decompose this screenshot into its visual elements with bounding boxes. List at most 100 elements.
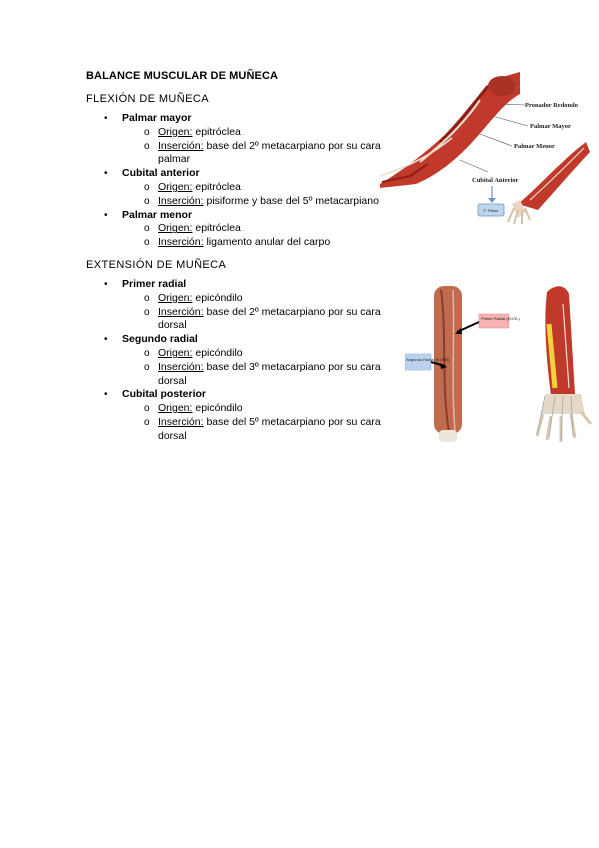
extensor-muscles-illustration: Primer Radial (ECRL) Segundo Radial (ECR… xyxy=(405,286,593,442)
detail-text: epicóndilo xyxy=(192,291,243,304)
bullet-icon: • xyxy=(104,209,108,221)
tendon xyxy=(529,147,585,201)
detail-label: Inserción: xyxy=(158,360,204,373)
arrow-icon xyxy=(455,328,462,334)
detail-text: pisiforme y base del 5º metacarpiano xyxy=(203,194,379,207)
leader-line xyxy=(479,133,513,147)
muscle-fiber xyxy=(440,289,450,433)
bullet-icon: • xyxy=(104,389,108,401)
tendon xyxy=(380,137,453,177)
tendon xyxy=(419,99,481,163)
forearm-muscle xyxy=(434,286,462,434)
list-item: o Inserción: ligamento anular del carpo xyxy=(122,236,402,250)
document-title: BALANCE MUSCULAR DE MUÑECA xyxy=(86,70,279,82)
list-item: o Origen: epicóndilo xyxy=(122,292,402,306)
leader-line xyxy=(499,103,526,106)
tag-primer-radial xyxy=(478,313,510,329)
muscle-fiber xyxy=(438,85,490,144)
list-item: o Inserción: pisiforme y base del 5º meta… xyxy=(122,195,402,209)
muscle-name: Cubital anterior xyxy=(122,167,200,180)
detail-text: epicóndilo xyxy=(192,346,243,359)
circle-bullet-icon: o xyxy=(144,140,150,152)
detail-text: epicóndilo xyxy=(192,402,243,415)
circle-bullet-icon: o xyxy=(144,195,150,207)
detail-label: Inserción: xyxy=(158,305,204,318)
wrist-bone xyxy=(439,430,457,442)
arrow-down-icon xyxy=(488,198,496,203)
bullet-icon: • xyxy=(104,113,108,124)
elbow-muscle xyxy=(488,76,516,96)
tendons-hand xyxy=(536,395,574,441)
circle-bullet-icon: o xyxy=(144,181,150,193)
label-cubital-anterior: Cubital Anterior xyxy=(472,177,519,184)
muscle-name: Palmar mayor xyxy=(122,112,192,124)
list-item: o Origen: epitróclea xyxy=(122,181,402,195)
detail-label: Origen: xyxy=(158,222,193,235)
circle-bullet-icon: o xyxy=(144,416,150,428)
muscle-name: Cubital posterior xyxy=(122,388,207,401)
leader-line xyxy=(459,159,489,173)
detail-text: base del 5º metacarpiano por su cara dor… xyxy=(158,415,381,442)
label-pronador: Pronador Redondo xyxy=(525,102,578,109)
detail-text: epitróclea xyxy=(192,125,241,138)
tendon xyxy=(452,289,456,433)
circle-bullet-icon: o xyxy=(144,347,150,359)
circle-bullet-icon: o xyxy=(144,237,150,249)
detail-text: base del 3º metacarpiano por su cara dor… xyxy=(158,360,381,387)
section-heading-flexion: FLEXIÓN DE MUÑECA xyxy=(86,93,209,105)
flexor-muscles-illustration: Pronador Redondo Palmar Mayor Palmar Men… xyxy=(380,72,590,224)
detail-label: Inserción: xyxy=(158,415,204,428)
small-forearm xyxy=(518,142,590,210)
detail-label: Origen: xyxy=(158,402,193,415)
detail-label: Inserción: xyxy=(158,194,204,207)
list-item: o Origen: epitróclea xyxy=(122,126,402,140)
detail-label: Origen: xyxy=(158,180,193,193)
tag-segundo-radial-label: Segundo Radial (ECRB) xyxy=(406,357,450,362)
circle-bullet-icon: o xyxy=(144,126,150,138)
detail-text: ligamento anular del carpo xyxy=(203,236,331,249)
list-item: o Inserción: base del 5º metacarpiano por… xyxy=(122,416,402,444)
detail-label: Origen: xyxy=(158,291,193,304)
list-item: o Origen: epicóndilo xyxy=(122,347,402,361)
muscle-name: Primer radial xyxy=(122,277,187,290)
bullet-icon: • xyxy=(104,168,108,180)
tag-primer-radial-label: Primer Radial (ECRL) xyxy=(481,316,520,321)
text-column: BALANCE MUSCULAR DE MUÑECA FLEXIÓN DE MU… xyxy=(86,69,386,444)
yellow-muscle xyxy=(546,323,558,389)
detail-text: epitróclea xyxy=(192,222,241,235)
muscle-fiber xyxy=(381,163,429,183)
arrow-icon xyxy=(440,363,447,369)
detail-label: Inserción: xyxy=(158,236,204,249)
detail-label: Origen: xyxy=(158,346,193,359)
circle-bullet-icon: o xyxy=(144,292,150,304)
tendon xyxy=(562,303,570,389)
bullet-icon: • xyxy=(104,334,108,346)
muscle-name: Palmar menor xyxy=(122,208,193,221)
circle-bullet-icon: o xyxy=(144,306,150,318)
circle-bullet-icon: o xyxy=(144,361,150,373)
circle-bullet-icon: o xyxy=(144,223,150,235)
list-item: o Inserción: base del 3º metacarpiano por… xyxy=(122,361,402,389)
plane-box xyxy=(477,203,505,217)
detail-label: Origen: xyxy=(158,125,193,138)
list-item: o Origen: epitróclea xyxy=(122,222,402,236)
label-palmar-menor: Palmar Menor xyxy=(514,143,555,150)
detail-text: epitróclea xyxy=(192,180,241,193)
plane-box-label: 1° Plano xyxy=(483,208,499,213)
